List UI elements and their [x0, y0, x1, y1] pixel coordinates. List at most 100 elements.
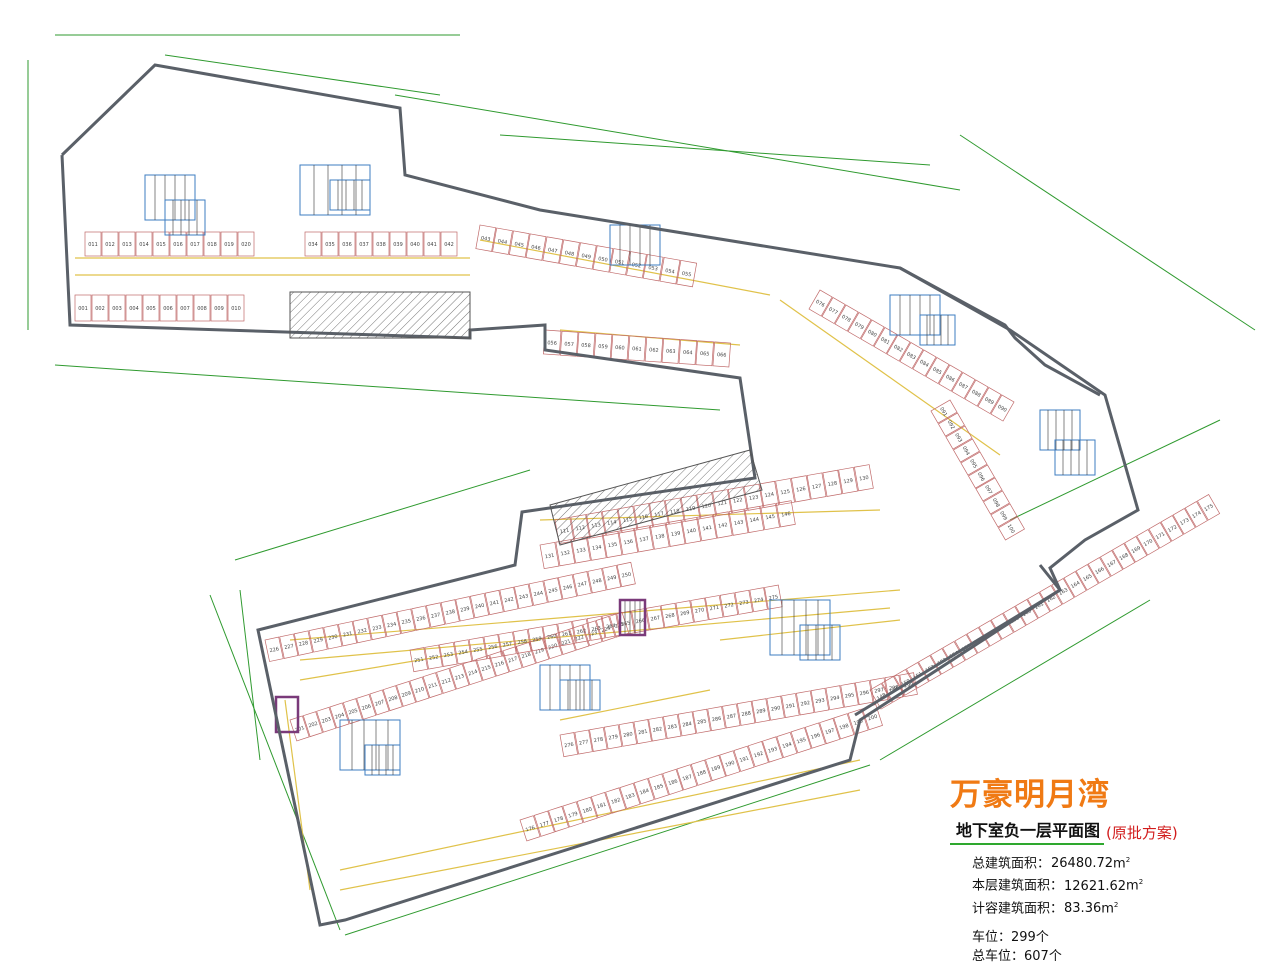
stall-outline [937, 412, 965, 437]
parking-stall: 275 [764, 584, 783, 610]
stall-outline [1136, 529, 1160, 556]
stair-core [539, 664, 591, 711]
stall-outline [337, 621, 358, 647]
parking-stall: 242 [499, 586, 519, 613]
stall-number: 223 [587, 630, 598, 639]
stall-outline [602, 564, 622, 591]
stall-outline [860, 319, 885, 347]
parking-stall: 234 [381, 611, 402, 638]
stall-outline [135, 231, 153, 257]
parking-stall: 276 [559, 732, 579, 758]
stall-row: 1481491501511521531541551561571581591601… [869, 494, 1221, 710]
stall-number: 062 [649, 347, 659, 354]
stall-number: 297 [874, 687, 884, 695]
stall-number: 093 [953, 432, 963, 443]
stair-core [299, 164, 371, 216]
stall-number: 007 [180, 306, 190, 312]
stall-outline [449, 663, 470, 690]
stall-number: 291 [785, 703, 795, 711]
parking-stall: 290 [766, 695, 785, 721]
stall-outline [74, 294, 92, 322]
stall-number: 060 [615, 345, 625, 352]
parking-stall: 098 [982, 490, 1010, 515]
parking-stall: 002 [91, 294, 109, 322]
stall-number: 008 [197, 306, 207, 312]
stall-outline [804, 722, 826, 749]
parking-stall: 218 [515, 642, 537, 668]
parking-stall: 197 [819, 717, 841, 745]
stall-outline [747, 741, 769, 768]
core-outline [1054, 439, 1096, 476]
stall-number: 254 [458, 649, 468, 657]
stall-outline [997, 516, 1025, 541]
stall-number: 228 [298, 640, 309, 648]
parking-stall: 188 [690, 759, 712, 786]
stat-unit: m [1101, 900, 1114, 916]
stall-outline [1063, 571, 1087, 598]
parking-stall: 267 [645, 605, 665, 631]
parking-stall: 065 [695, 340, 714, 367]
stall-outline [662, 713, 682, 739]
lane-line [289, 589, 901, 641]
stall-outline [586, 615, 606, 641]
stall-number: 137 [639, 536, 649, 544]
stall-outline [648, 716, 667, 742]
stall-number: 083 [905, 351, 916, 361]
southeast-wall [854, 564, 1063, 717]
parking-stall: 230 [323, 624, 343, 650]
stall-number: 260 [547, 633, 557, 641]
parking-stall: 293 [810, 687, 830, 713]
stall-number: 171 [1155, 531, 1166, 541]
stall-number: 176 [525, 825, 536, 834]
parking-stall: 182 [605, 787, 627, 814]
parking-stall: 285 [692, 708, 711, 734]
parking-stall: 250 [616, 561, 636, 588]
stall-number: 098 [991, 497, 1001, 508]
core-outline [164, 199, 206, 236]
stall-outline [559, 330, 579, 357]
stall-number: 018 [207, 242, 217, 248]
stall-number: 173 [1179, 517, 1190, 527]
stall-outline [515, 642, 537, 668]
parking-stall: 228 [293, 630, 313, 656]
parking-stall: 131 [539, 541, 560, 570]
stall-outline [627, 335, 647, 362]
stall-outline [759, 480, 780, 508]
parking-stall: 081 [873, 327, 898, 355]
stall-number: 163 [1058, 587, 1069, 597]
stair-core [164, 199, 206, 236]
stall-outline [475, 654, 497, 681]
stall-number: 192 [753, 751, 764, 760]
stall-outline [304, 231, 322, 257]
parking-stall: 291 [781, 693, 800, 718]
stair-core [609, 224, 661, 266]
stall-outline [1196, 494, 1221, 521]
stall-number: 134 [592, 544, 602, 552]
parking-stall: 038 [372, 231, 390, 257]
parking-label: 车位： [972, 929, 1012, 945]
stall-number: 262 [576, 628, 586, 636]
stall-outline [539, 541, 560, 570]
stall-number: 167 [1106, 559, 1117, 569]
parking-stall: 037 [355, 231, 373, 257]
stall-number: 226 [269, 646, 280, 654]
dimension-line [239, 589, 261, 761]
parking-stall: 086 [938, 364, 963, 392]
parking-stall: 286 [707, 706, 726, 732]
parking-stall: 273 [734, 589, 754, 615]
stall-outline [424, 644, 443, 670]
stat-unit: m [1113, 856, 1126, 872]
stall-outline [1039, 585, 1063, 612]
stall-number: 131 [544, 553, 554, 561]
stall-outline [760, 503, 780, 531]
stall-number: 273 [739, 600, 749, 608]
stall-number: 242 [504, 596, 515, 604]
stall-number: 076 [814, 299, 825, 309]
parking-stall: 042 [440, 231, 458, 257]
stat-total-parking: 总车位：607个 [972, 947, 1270, 966]
parking-stall: 289 [751, 698, 771, 724]
east-wall [899, 266, 1101, 397]
